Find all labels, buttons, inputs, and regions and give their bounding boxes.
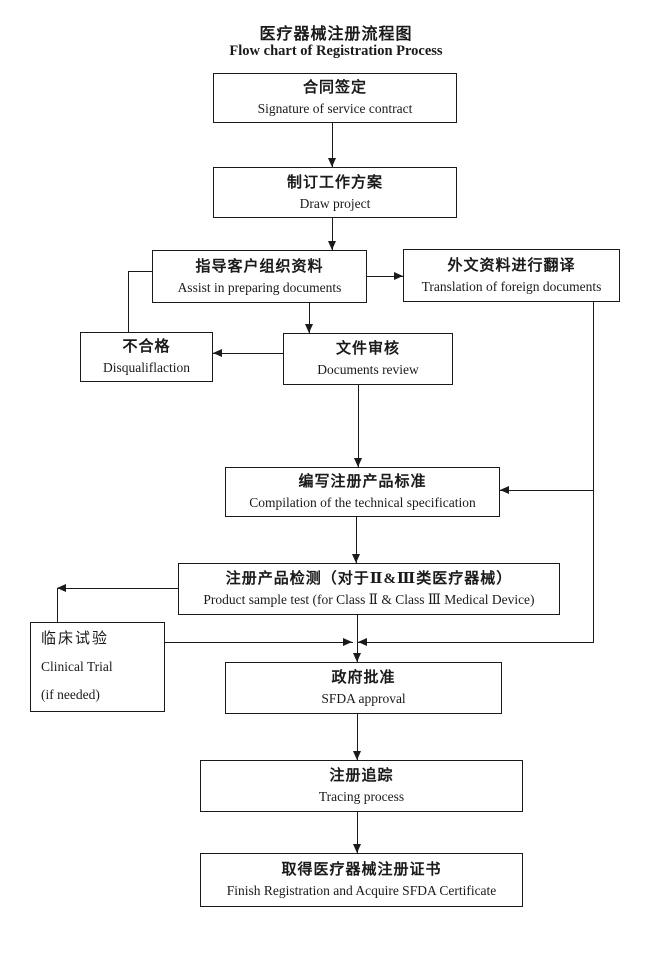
flow-box-prepare-cn: 指导客户组织资料 (195, 258, 324, 275)
connector-disqualification-prepare-vertical (128, 271, 129, 332)
connector-project-prepare (332, 218, 333, 250)
flow-box-approval-en: SFDA approval (321, 691, 406, 706)
connector-sample-test-approval (357, 615, 358, 662)
arrow-right-icon (343, 638, 352, 646)
arrow-down-icon (353, 751, 361, 760)
flow-box-specification-en: Compilation of the technical specificati… (249, 495, 476, 510)
flow-box-project-en: Draw project (299, 195, 371, 211)
connector-rail-specification (500, 490, 593, 491)
flow-box-sample-test: 注册产品检测（对于Ⅱ&Ⅲ类医疗器械） Product sample test (… (178, 563, 560, 615)
flow-box-prepare: 指导客户组织资料 Assist in preparing documents (152, 250, 367, 303)
connector-prepare-review (309, 303, 310, 333)
connector-specification-sample-test (356, 517, 357, 563)
arrow-down-icon (352, 554, 360, 563)
flow-box-translation-cn: 外文资料进行翻译 (447, 257, 576, 274)
flow-box-clinical: 临床试验 Clinical Trial (if needed) (30, 622, 165, 712)
arrow-down-icon (354, 458, 362, 467)
flow-box-disqualification-cn: 不合格 (122, 339, 171, 355)
flow-box-clinical-en: Clinical Trial (41, 659, 113, 674)
connector-disqualification-prepare-horizontal (128, 271, 153, 272)
connector-prepare-translation (367, 276, 403, 277)
flow-box-certificate-cn: 取得医疗器械注册证书 (281, 862, 442, 878)
flow-box-translation-en: Translation of foreign documents (421, 278, 602, 294)
arrow-left-icon (57, 584, 66, 592)
flow-box-prepare-en: Assist in preparing documents (177, 279, 342, 295)
flow-box-tracing-en: Tracing process (318, 789, 405, 804)
arrow-down-icon (328, 241, 336, 250)
connector-tracing-certificate (357, 812, 358, 853)
flow-box-approval-cn: 政府批准 (331, 670, 396, 686)
connector-sample-test-clinical-vertical (57, 588, 58, 623)
flow-box-disqualification-en: Disqualiflaction (103, 360, 190, 375)
flow-box-sample-test-cn: 注册产品检测（对于Ⅱ&Ⅲ类医疗器械） (225, 571, 513, 587)
flow-box-contract: 合同签定 Signature of service contract (213, 73, 457, 123)
page-title-en: Flow chart of Registration Process (229, 43, 443, 59)
flow-box-sample-test-en: Product sample test (for Class Ⅱ & Class… (203, 592, 535, 607)
flow-box-certificate: 取得医疗器械注册证书 Finish Registration and Acqui… (200, 853, 523, 907)
page-title-cn: 医疗器械注册流程图 (259, 26, 413, 43)
connector-review-disqualification (213, 353, 283, 354)
flow-box-specification: 编写注册产品标准 Compilation of the technical sp… (225, 467, 500, 517)
flow-box-contract-en: Signature of service contract (257, 101, 413, 116)
connector-contract-project (332, 123, 333, 167)
connector-approval-tracing (357, 714, 358, 760)
arrow-left-icon (358, 638, 367, 646)
connector-translation-rail-vertical (593, 302, 594, 643)
connector-rail-merge (358, 642, 594, 643)
flow-box-tracing: 注册追踪 Tracing process (200, 760, 523, 812)
flow-box-project: 制订工作方案 Draw project (213, 167, 457, 218)
arrow-down-icon (305, 324, 313, 333)
flow-box-clinical-cn: 临床试验 (41, 631, 110, 647)
connector-clinical-merge (165, 642, 353, 643)
arrow-down-icon (353, 653, 361, 662)
flow-box-review-en: Documents review (317, 362, 419, 377)
flow-box-project-cn: 制订工作方案 (286, 174, 383, 191)
flow-box-tracing-cn: 注册追踪 (329, 768, 394, 784)
flow-box-review-cn: 文件审核 (335, 341, 400, 357)
flow-box-clinical-en2: (if needed) (41, 687, 100, 702)
arrow-right-icon (394, 272, 403, 280)
flow-box-contract-cn: 合同签定 (302, 80, 367, 96)
connector-review-specification (358, 385, 359, 467)
flow-box-review: 文件审核 Documents review (283, 333, 453, 385)
arrow-down-icon (353, 844, 361, 853)
connector-sample-test-clinical-horizontal (57, 588, 178, 589)
flow-box-specification-cn: 编写注册产品标准 (298, 474, 427, 490)
arrow-left-icon (213, 349, 222, 357)
flow-box-translation: 外文资料进行翻译 Translation of foreign document… (403, 249, 620, 302)
flow-box-disqualification: 不合格 Disqualiflaction (80, 332, 213, 382)
flow-box-approval: 政府批准 SFDA approval (225, 662, 502, 714)
arrow-left-icon (500, 486, 509, 494)
arrow-down-icon (328, 158, 336, 167)
flow-box-certificate-en: Finish Registration and Acquire SFDA Cer… (226, 883, 497, 898)
